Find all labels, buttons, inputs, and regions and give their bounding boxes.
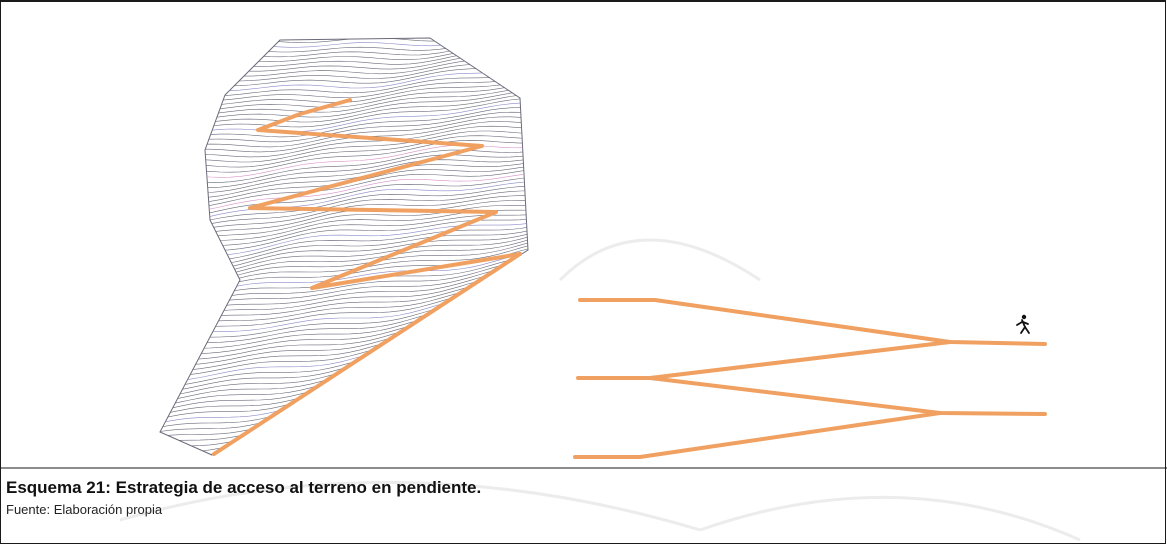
contour-line xyxy=(160,160,528,199)
contour-line xyxy=(160,107,528,142)
contour-line xyxy=(160,111,528,147)
contour-line xyxy=(160,180,528,225)
branching-access-schematic xyxy=(573,298,1047,459)
contour-line xyxy=(160,149,528,183)
contour-line xyxy=(160,98,528,132)
figure-caption-title: Esquema 21: Estrategia de acceso al terr… xyxy=(6,478,482,497)
contour-line xyxy=(160,190,528,235)
contour-line xyxy=(160,102,528,137)
contour-line xyxy=(160,121,528,155)
switchback-upper xyxy=(248,98,522,290)
contour-line xyxy=(160,140,528,173)
switchback-base-ramp xyxy=(212,252,522,456)
branch-upper xyxy=(578,298,1047,346)
figure-caption-source: Fuente: Elaboración propia xyxy=(6,502,163,517)
contour-line xyxy=(160,157,528,194)
contour-line xyxy=(160,130,528,164)
contour-line xyxy=(160,168,528,209)
contour-line xyxy=(160,176,528,220)
contour-line xyxy=(160,185,528,230)
contour-line xyxy=(160,135,528,168)
contour-line xyxy=(160,153,528,188)
contour-line xyxy=(160,172,528,215)
branch-bottom xyxy=(573,411,942,459)
watermark xyxy=(119,238,1081,542)
walking-person-icon xyxy=(1016,314,1030,334)
switchback-path xyxy=(212,98,522,456)
contour-line xyxy=(160,125,528,159)
